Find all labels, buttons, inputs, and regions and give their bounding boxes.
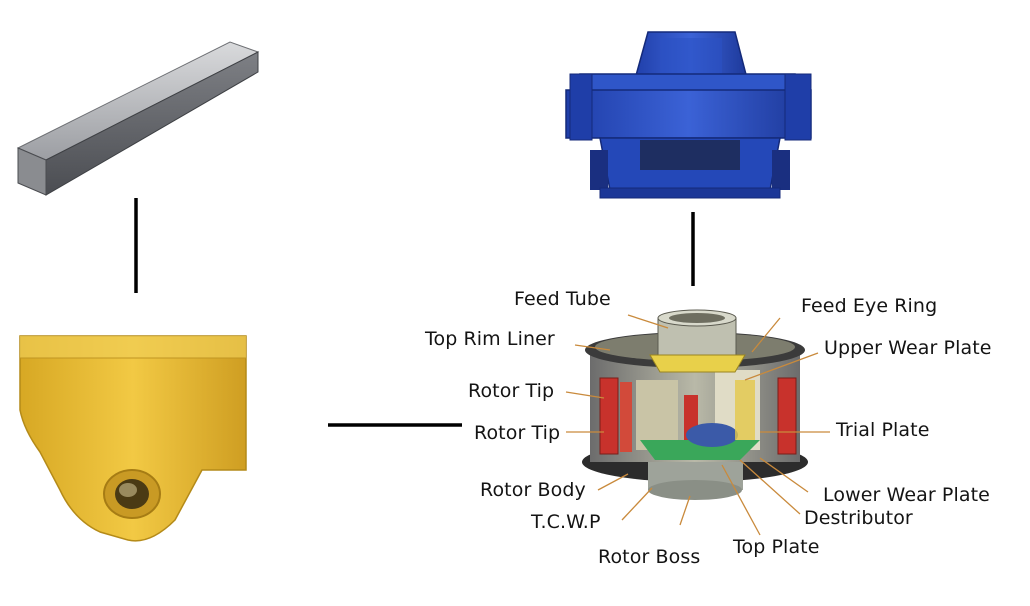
rotor-tip-part-image xyxy=(19,335,247,542)
vsi-crusher-image xyxy=(565,31,812,199)
label-rotor-tip-2: Rotor Tip xyxy=(474,422,561,444)
label-upper-wear-plate: Upper Wear Plate xyxy=(824,337,992,359)
label-feed-tube: Feed Tube xyxy=(514,288,611,310)
steel-bar-image xyxy=(16,41,260,196)
label-rotor-body: Rotor Body xyxy=(480,479,586,501)
label-lower-wear-plate: Lower Wear Plate xyxy=(823,484,990,506)
label-top-plate: Top Plate xyxy=(733,536,820,558)
label-rotor-tip-1: Rotor Tip xyxy=(468,380,555,402)
label-feed-eye-ring: Feed Eye Ring xyxy=(801,295,938,317)
rotor-cutaway-image xyxy=(565,309,830,536)
label-top-rim-liner: Top Rim Liner xyxy=(425,328,555,350)
label-trial-plate: Trial Plate xyxy=(836,419,930,441)
label-destributor: Destributor xyxy=(804,507,913,529)
label-tcwp: T.C.W.P xyxy=(531,511,601,533)
label-rotor-boss: Rotor Boss xyxy=(598,546,701,568)
